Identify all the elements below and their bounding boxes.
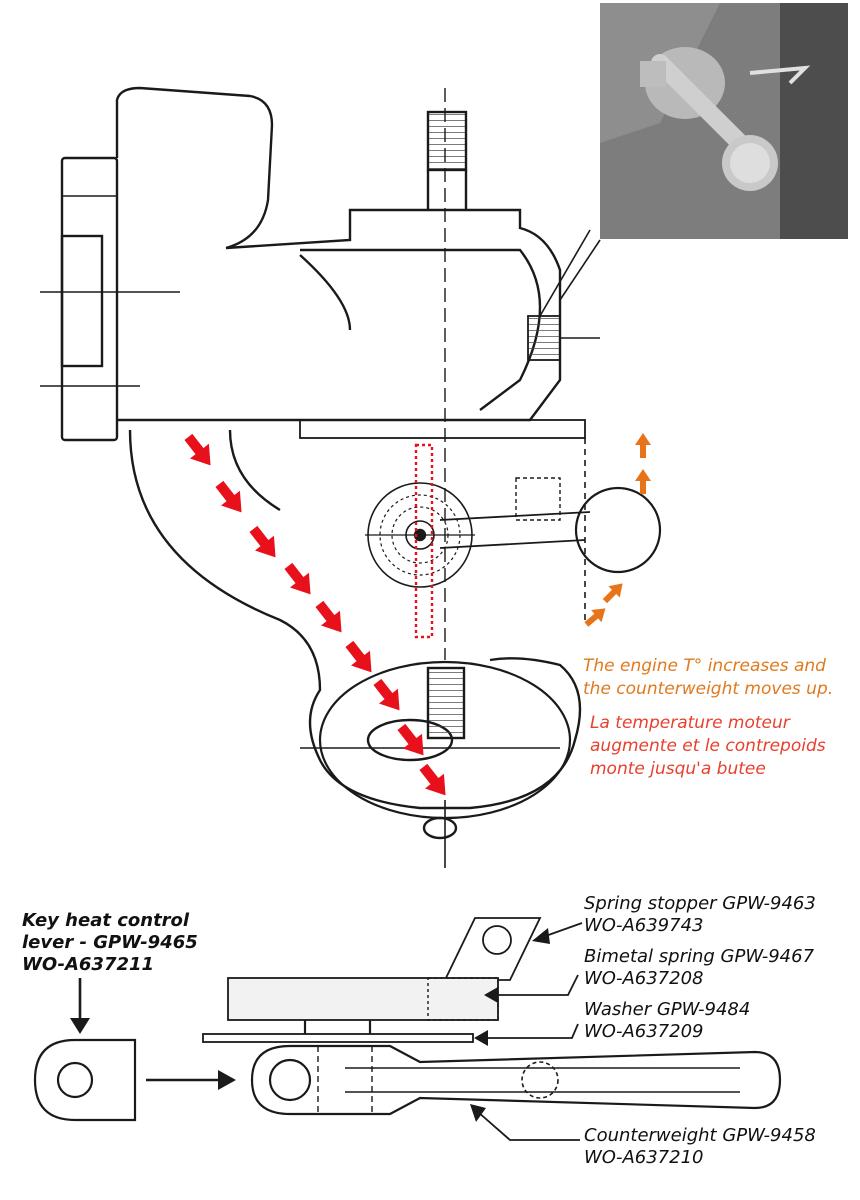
french-caption-line-3: monte jusqu'a butee <box>590 759 766 779</box>
spring-stopper-label-line-2: WO-A639743 <box>584 915 704 936</box>
key-lever-label-line-3: WO-A637211 <box>22 954 155 975</box>
valve-outline-red <box>414 443 434 639</box>
washer-label-line-2: WO-A637209 <box>584 1021 704 1042</box>
key-lever-label-line-2: lever - GPW-9465 <box>22 932 198 953</box>
washer-shape <box>202 1033 474 1043</box>
english-caption: The engine T° increases and the counterw… <box>583 655 833 701</box>
counterweight-label-line-1: Counterweight GPW-9458 <box>584 1125 816 1146</box>
french-caption: La temperature moteur augmente et le con… <box>590 712 826 781</box>
photo-illustration <box>600 3 848 239</box>
counterweight-label: Counterweight GPW-9458 WO-A637210 <box>584 1125 816 1169</box>
key-lever-label-line-1: Key heat control <box>22 910 190 931</box>
counterweight-shape <box>250 1044 782 1116</box>
spring-stopper-shape <box>443 917 542 981</box>
exploded-view <box>33 917 782 1141</box>
english-caption-line-1: The engine T° increases and <box>583 656 826 676</box>
red-flow-arrows <box>184 433 446 796</box>
bimetal-spring-label: Bimetal spring GPW-9467 WO-A637208 <box>584 946 814 990</box>
french-caption-line-2: augmente et le contrepoids <box>590 736 826 756</box>
bimetal-spring-label-line-2: WO-A637208 <box>584 968 704 989</box>
spring-stopper-label-line-1: Spring stopper GPW-9463 <box>584 893 816 914</box>
english-caption-line-2: the counterweight moves up. <box>583 679 834 699</box>
carburetor-photo <box>600 3 848 239</box>
manifold-drawing <box>40 86 662 868</box>
key-lever-shape <box>33 1038 137 1122</box>
bimetal-spring-shape <box>227 977 499 1021</box>
french-caption-line-1: La temperature moteur <box>590 713 790 733</box>
key-lever-label: Key heat control lever - GPW-9465 WO-A63… <box>22 910 198 976</box>
washer-label-line-1: Washer GPW-9484 <box>584 999 751 1020</box>
counterweight-label-line-2: WO-A637210 <box>584 1147 704 1168</box>
spring-stopper-label: Spring stopper GPW-9463 WO-A639743 <box>584 893 816 937</box>
orange-motion-arrows <box>584 433 651 627</box>
bimetal-spring-label-line-1: Bimetal spring GPW-9467 <box>584 946 815 967</box>
washer-label: Washer GPW-9484 WO-A637209 <box>584 999 750 1043</box>
